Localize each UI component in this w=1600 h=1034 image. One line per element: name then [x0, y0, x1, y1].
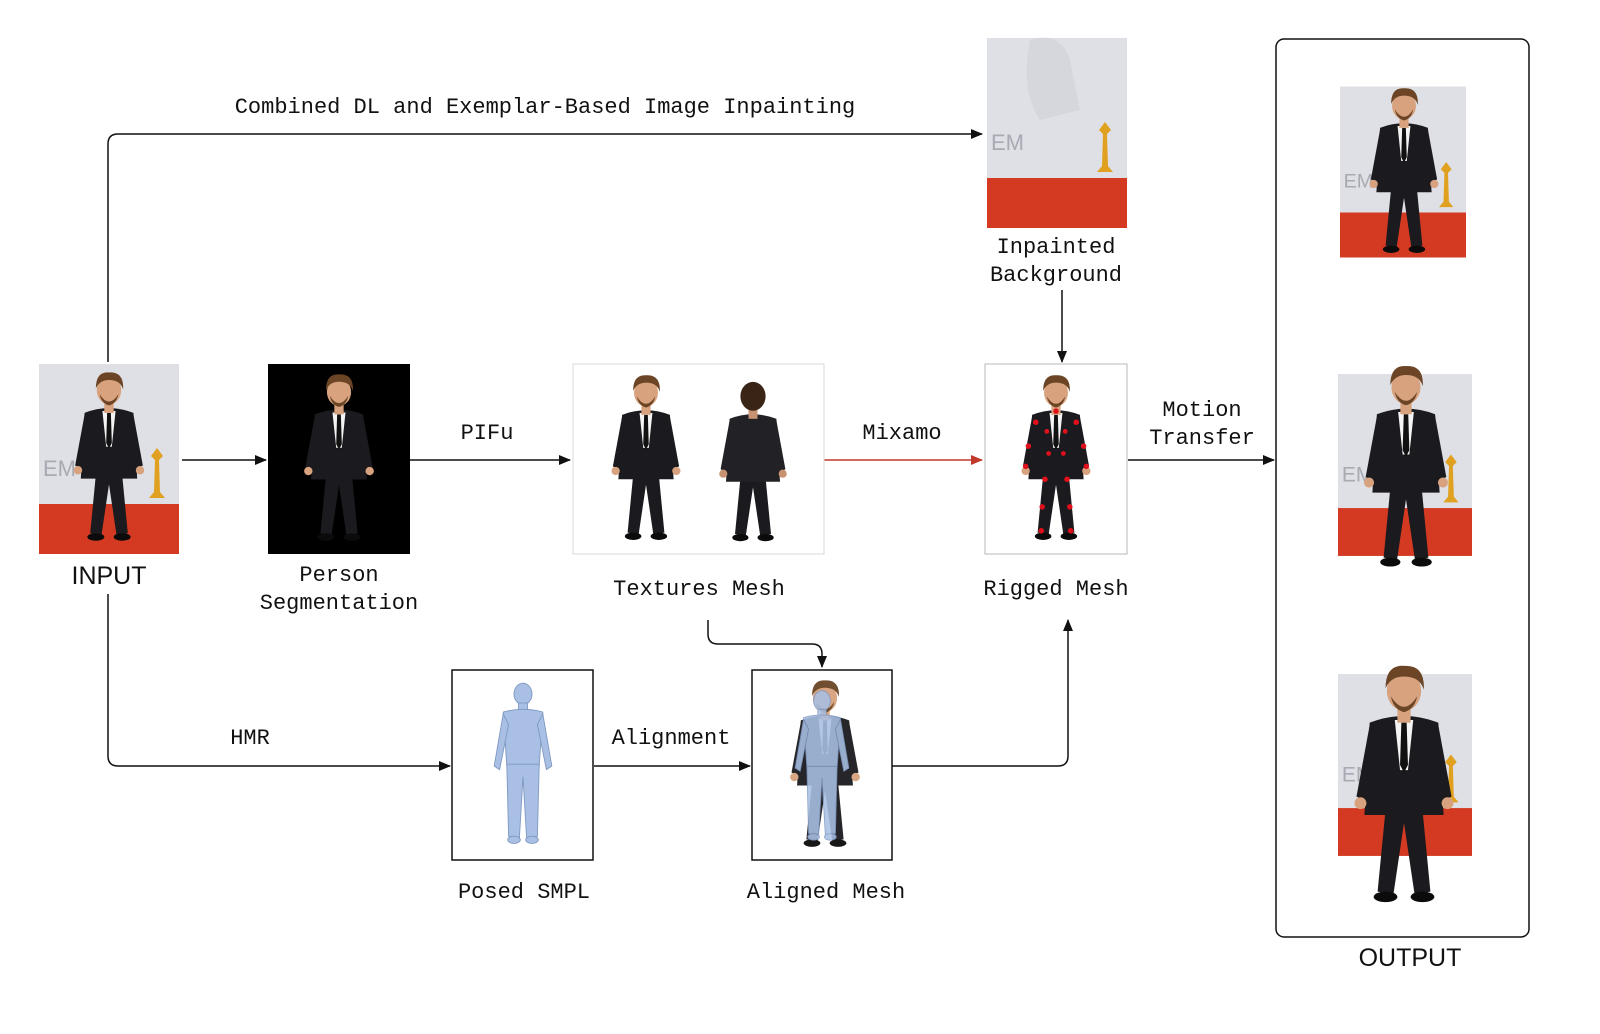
output-frame-2 — [1338, 366, 1472, 567]
aligned-mesh-image — [751, 669, 893, 861]
textures-mesh-label: Textures Mesh — [613, 577, 785, 602]
inpainting-arrow — [107, 129, 983, 362]
inpainted-background-image — [987, 37, 1127, 228]
rigged-mesh-label: Rigged Mesh — [983, 577, 1128, 602]
motion-label-line-1: Motion — [1162, 398, 1241, 423]
input-image — [39, 364, 179, 554]
input-label: INPUT — [72, 562, 147, 590]
rigged-mesh-image — [984, 363, 1128, 555]
hmr-arrow — [107, 594, 451, 771]
segmentation-label-line-2: Segmentation — [260, 591, 418, 616]
alignment-label: Alignment — [612, 726, 731, 751]
aligned-to-rigged-arrow — [892, 619, 1073, 767]
segmentation-label-line-1: Person — [299, 563, 378, 588]
textures-to-aligned-arrow — [707, 620, 827, 668]
inpainting-method-label: Combined DL and Exemplar-Based Image Inp… — [235, 95, 856, 120]
aligned-mesh-label: Aligned Mesh — [747, 880, 905, 905]
inpainted-label-line-2: Background — [990, 263, 1122, 288]
pifu-label: PIFu — [461, 421, 514, 446]
hmr-label: HMR — [230, 726, 270, 751]
segmentation-image — [268, 364, 410, 554]
inpainted-label-line-1: Inpainted — [997, 235, 1116, 260]
output-frame-1 — [1340, 86, 1466, 258]
mixamo-label: Mixamo — [862, 421, 941, 446]
motion-label-line-2: Transfer — [1149, 426, 1255, 451]
posed-smpl-image — [451, 669, 594, 861]
posed-smpl-label: Posed SMPL — [458, 880, 590, 905]
textures-mesh-image — [572, 363, 825, 555]
output-label: OUTPUT — [1359, 944, 1462, 972]
